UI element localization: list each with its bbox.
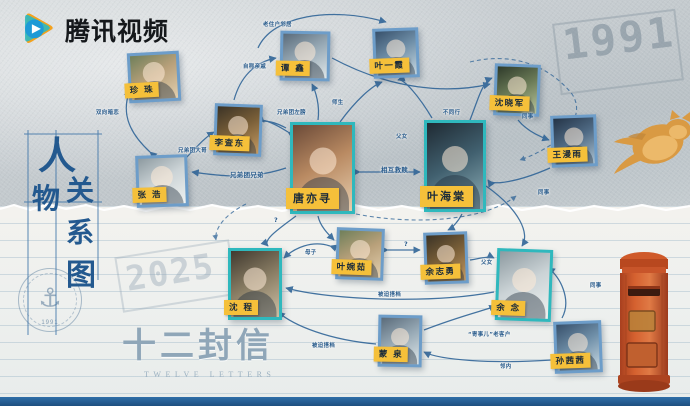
relationship-label-r12: 同事: [538, 190, 550, 196]
relationship-label-r14: 母子: [305, 250, 317, 256]
relationship-label-r15: ?: [404, 240, 409, 248]
character-card-yunian[interactable]: 余 念: [490, 248, 554, 322]
character-name-label: 余 念: [490, 299, 526, 317]
character-card-wangmanyu[interactable]: 王漫雨: [547, 114, 598, 168]
relationship-label-r2: 兄弟团大哥: [178, 148, 207, 154]
card-frame: 叶一霞: [369, 27, 420, 79]
character-name-label: 叶一霞: [369, 57, 410, 74]
card-frame: 余 念: [490, 248, 554, 322]
title-char-1: 人: [38, 134, 77, 178]
character-card-zhenzhu[interactable]: 珍 珠: [124, 50, 182, 104]
card-frame: 沈晓军: [489, 63, 541, 117]
relationship-label-r6: 兄弟团兄弟: [230, 171, 264, 179]
character-name-label: 沈晓军: [489, 94, 530, 112]
character-name-label: 余志勇: [420, 263, 461, 280]
show-title: 十二封信 TWELVE LETTERS: [122, 318, 275, 379]
brand-name: 腾讯视频: [65, 17, 170, 46]
title-char-3: 关: [66, 174, 95, 207]
relationship-label-r1: 双向暗恋: [96, 110, 120, 116]
character-name-label: 王漫雨: [547, 146, 588, 163]
vintage-postbox-decoration: [616, 243, 672, 393]
relationship-label-r11: 同事: [522, 114, 534, 120]
card-frame: 珍 珠: [124, 50, 182, 104]
card-frame: 余志勇: [420, 231, 469, 285]
relationship-label-r10: 相互救赎: [381, 166, 409, 174]
card-frame: 沈 程: [224, 248, 282, 320]
card-frame: 李查东: [209, 103, 263, 157]
character-card-yuzhiyong[interactable]: 余志勇: [420, 231, 469, 285]
character-name-label: 珍 珠: [124, 81, 160, 99]
relationship-label-r20: “寄事儿”老客户: [468, 332, 511, 338]
card-frame: 张 浩: [132, 154, 189, 208]
relationship-label-r3: 自称亲戚: [243, 64, 267, 70]
card-frame: 蒙 泉: [373, 314, 423, 368]
character-name-label: 沈 程: [224, 299, 259, 315]
watermark-2025-text: 2025: [122, 246, 218, 300]
character-card-yeyixia[interactable]: 叶一霞: [369, 27, 420, 79]
brand-logo[interactable]: 腾讯视频: [20, 12, 169, 48]
title-grid-lines: [24, 130, 102, 335]
character-name-label: 孙茜茜: [550, 352, 591, 369]
character-card-sunqianqian[interactable]: 孙茜茜: [550, 320, 603, 374]
character-name-label: 唐亦寻: [286, 188, 339, 209]
card-frame: 王漫雨: [547, 114, 598, 168]
character-card-tangyixun[interactable]: 唐亦寻: [286, 122, 355, 214]
tencent-video-play-icon: [20, 12, 56, 48]
character-name-label: 叶海棠: [420, 186, 473, 207]
relationship-label-r21: 邻内: [500, 364, 512, 370]
character-name-label: 叶婉茹: [331, 258, 372, 276]
jumping-cat-decoration: [612, 108, 690, 186]
relationship-label-r19: 同事: [590, 283, 602, 289]
card-frame: 唐亦寻: [286, 122, 355, 214]
relationship-label-r4: 老住户邻居: [263, 22, 292, 28]
relationship-label-r9: 不同行: [443, 110, 461, 116]
character-name-label: 蒙 泉: [373, 346, 409, 363]
relationship-label-r13: ?: [274, 216, 279, 224]
character-card-yewanru[interactable]: 叶婉茹: [331, 227, 385, 281]
title-char-2: 物: [32, 182, 61, 215]
relationship-label-r17: 被迫搭档: [378, 292, 402, 298]
character-card-lizhadong[interactable]: 李查东: [209, 103, 263, 157]
character-name-label: 谭 鑫: [275, 59, 311, 77]
character-card-yehaitang[interactable]: 叶海棠: [420, 120, 486, 212]
character-name-label: 李查东: [209, 134, 250, 152]
relationship-label-r5: 兄弟团左膀: [277, 110, 306, 116]
title-char-4: 系: [66, 216, 95, 249]
character-card-mengquan[interactable]: 蒙 泉: [373, 314, 423, 368]
show-title-cn: 十二封信: [122, 326, 274, 366]
card-frame: 谭 鑫: [275, 30, 331, 82]
character-card-shencheng[interactable]: 沈 程: [224, 248, 282, 320]
stamp-year: 1991: [41, 320, 59, 326]
card-frame: 叶婉茹: [331, 227, 385, 281]
character-card-zhanghao[interactable]: 张 浩: [132, 154, 189, 208]
bottom-accent-bar: [0, 397, 690, 406]
character-name-label: 张 浩: [132, 186, 168, 204]
relationship-label-r8: 父女: [396, 134, 408, 140]
character-card-tanxin[interactable]: 谭 鑫: [275, 30, 331, 82]
card-frame: 孙茜茜: [550, 320, 603, 374]
relationship-label-r16: 父女: [481, 260, 493, 266]
card-frame: 叶海棠: [420, 120, 486, 212]
show-title-en: TWELVE LETTERS: [144, 370, 276, 379]
watermark-1991: 1991: [552, 7, 684, 96]
relationship-label-r18: 被迫搭档: [312, 343, 336, 349]
title-char-5: 图: [66, 258, 96, 293]
relationship-label-r7: 师生: [332, 100, 344, 106]
character-card-shenxiaojun[interactable]: 沈晓军: [489, 63, 541, 117]
